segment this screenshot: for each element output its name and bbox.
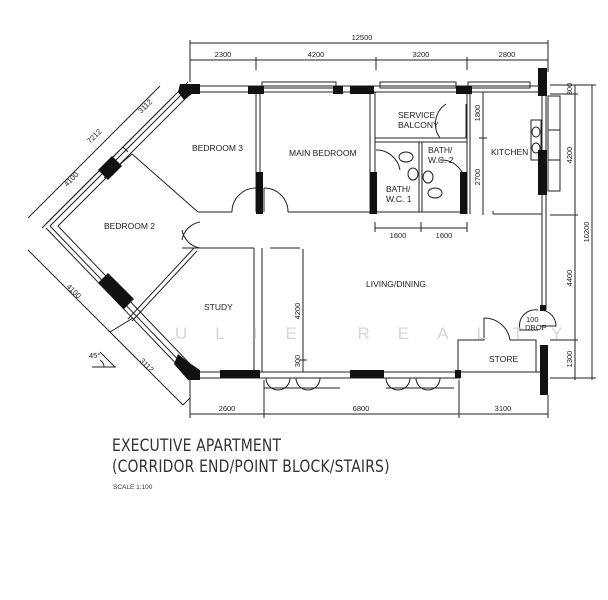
dim-diag-lower-4100: 4100 bbox=[65, 282, 83, 300]
dim-diag-upper-3112: 3112 bbox=[136, 97, 154, 115]
dim-right-seg-2: 4200 bbox=[565, 147, 574, 164]
top-dimension-lines bbox=[189, 40, 549, 82]
room-bedroom-2: BEDROOM 2 bbox=[104, 221, 155, 231]
dim-bottom-seg-3: 3100 bbox=[495, 404, 512, 413]
dim-right-seg-1: 300 bbox=[565, 83, 574, 96]
dim-living-300: 300 bbox=[293, 355, 302, 368]
dim-bottom-seg-2: 6800 bbox=[353, 404, 370, 413]
dim-bath2-width: 1600 bbox=[436, 231, 453, 240]
room-bath1-line1: BATH/ bbox=[386, 184, 411, 194]
right-dimension-lines bbox=[550, 84, 596, 380]
dim-top-total: 12500 bbox=[352, 33, 373, 42]
plan-title-line1: EXECUTIVE APARTMENT bbox=[112, 436, 282, 456]
dim-kitchen-1800: 1800 bbox=[473, 105, 482, 122]
dim-bottom-seg-1: 2600 bbox=[219, 404, 236, 413]
dim-right-seg-4: 1300 bbox=[565, 351, 574, 368]
room-bath2-line2: W.C. 2 bbox=[428, 155, 454, 165]
dim-diag-upper-4100: 4100 bbox=[62, 170, 80, 188]
room-study: STUDY bbox=[204, 302, 233, 312]
dim-top-seg-1: 2300 bbox=[215, 50, 232, 59]
dim-right-seg-3: 4400 bbox=[565, 270, 574, 287]
dim-diag-upper-total: 7212 bbox=[85, 127, 103, 145]
dim-top-seg-2: 4200 bbox=[308, 50, 325, 59]
watermark: ULIE REALTY bbox=[175, 324, 590, 343]
solid-wall-sections bbox=[98, 68, 548, 395]
refuse-chute-label-line2: DROP bbox=[525, 323, 547, 332]
diagonal-dimension-lower bbox=[27, 249, 191, 406]
dim-top-seg-4: 2800 bbox=[499, 50, 516, 59]
dim-bath1-width: 1600 bbox=[390, 231, 407, 240]
dim-living-4200: 4200 bbox=[293, 303, 302, 320]
dim-diag-lower-3112: 3112 bbox=[138, 356, 156, 374]
room-main-bedroom: MAIN BEDROOM bbox=[289, 148, 357, 158]
room-bedroom-3: BEDROOM 3 bbox=[192, 143, 243, 153]
refuse-chute-label-line1: 100 bbox=[526, 315, 539, 324]
room-living-dining: LIVING/DINING bbox=[366, 279, 426, 289]
bottom-dimension-lines bbox=[189, 380, 549, 418]
room-bath2-line1: BATH/ bbox=[428, 145, 453, 155]
plan-scale: SCALE 1:100 bbox=[113, 484, 153, 491]
room-labels: BEDROOM 3 MAIN BEDROOM SERVICE BALCONY K… bbox=[104, 110, 547, 364]
plan-title-line2: (CORRIDOR END/POINT BLOCK/STAIRS) bbox=[112, 457, 390, 477]
angle-indicator bbox=[92, 351, 116, 368]
bath-dimension-lines bbox=[374, 222, 468, 232]
dim-right-total: 10200 bbox=[582, 222, 591, 243]
room-bath1-line2: W.C. 1 bbox=[386, 194, 412, 204]
room-store: STORE bbox=[489, 354, 518, 364]
dim-kitchen-2700: 2700 bbox=[473, 169, 482, 186]
room-service-balcony-line1: SERVICE bbox=[398, 110, 435, 120]
room-service-balcony-line2: BALCONY bbox=[398, 120, 439, 130]
dim-top-seg-3: 3200 bbox=[413, 50, 430, 59]
room-kitchen: KITCHEN bbox=[491, 147, 528, 157]
angle-label: 45° bbox=[89, 351, 100, 360]
sanitary-fixtures bbox=[398, 119, 542, 199]
